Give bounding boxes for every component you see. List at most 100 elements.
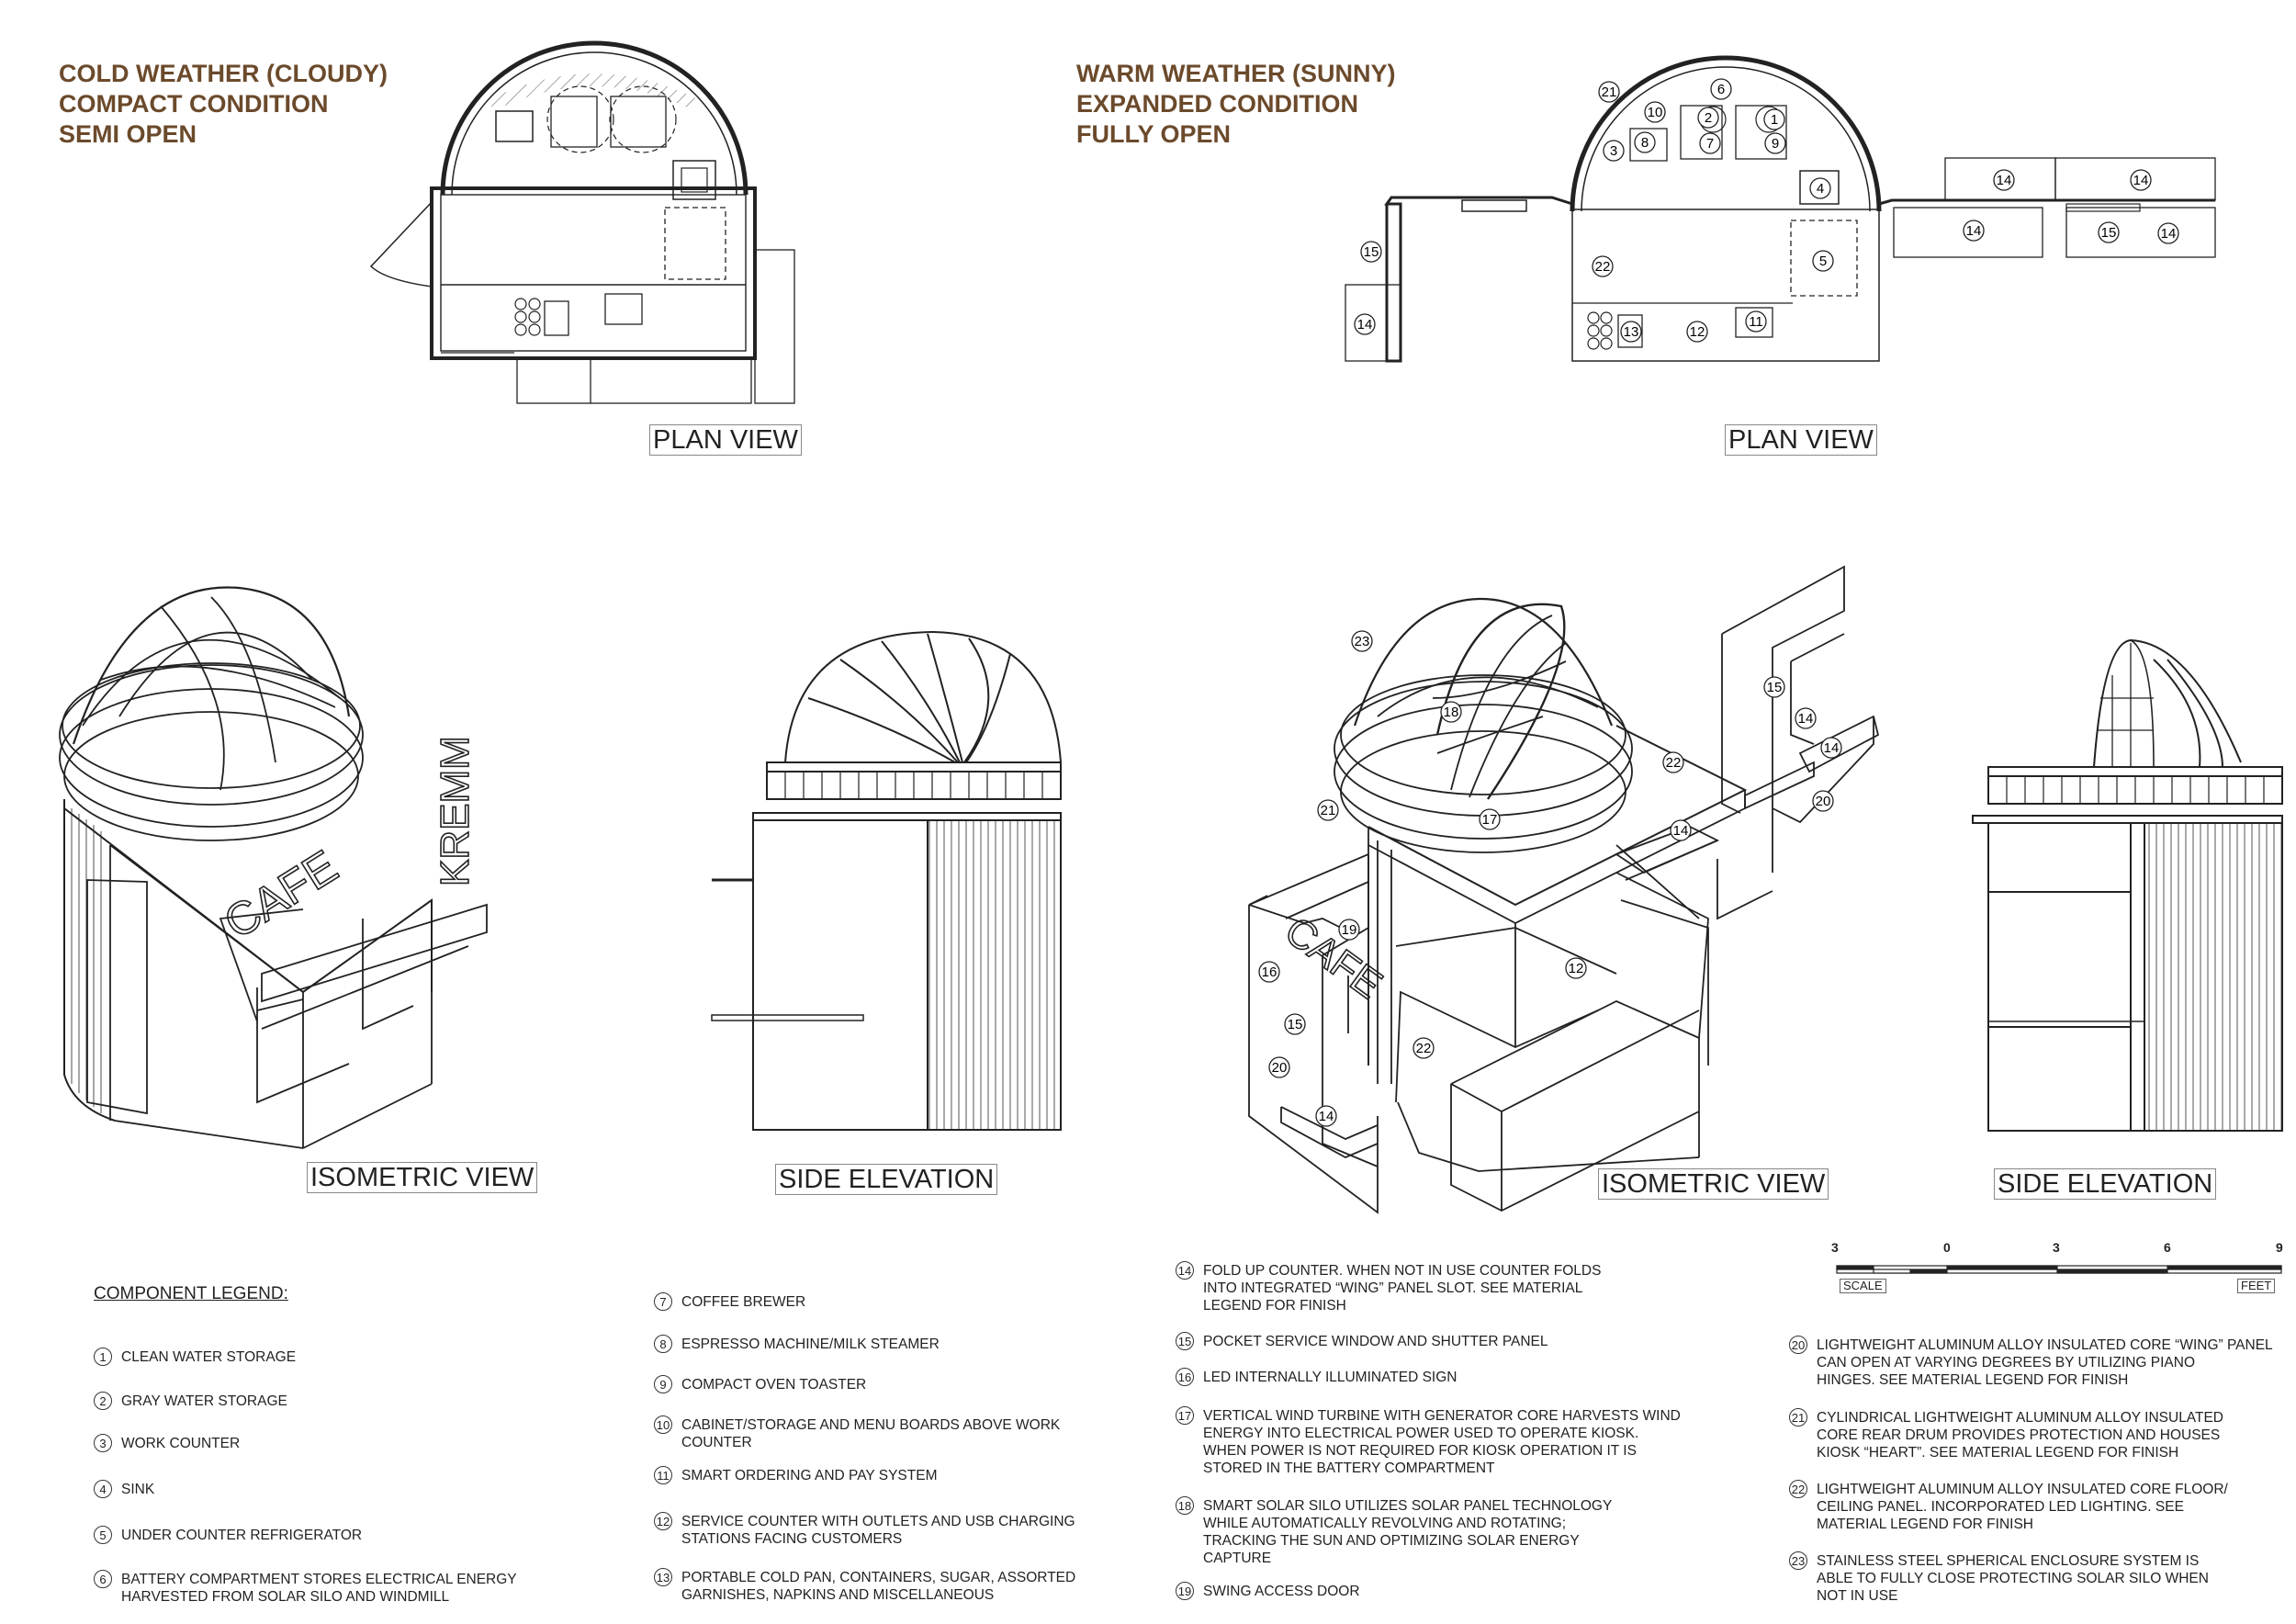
legend-number: 12 xyxy=(654,1512,672,1530)
callout-circle xyxy=(1412,1037,1435,1059)
scale-tick-2: 3 xyxy=(2053,1240,2060,1255)
legend-item-7: 7 COFFEE BREWER xyxy=(654,1292,806,1311)
callout-circle xyxy=(1795,707,1817,729)
callout-circle xyxy=(1763,108,1785,130)
callout-circle xyxy=(1809,177,1831,199)
legend-number: 17 xyxy=(1176,1406,1194,1425)
callout-circle xyxy=(1603,140,1625,162)
legend-number: 18 xyxy=(1176,1496,1194,1515)
callout-circle xyxy=(1963,220,1985,242)
callout-number: 15 xyxy=(1288,1017,1303,1032)
callout-number: 9 xyxy=(1772,136,1779,152)
callout-circle xyxy=(1565,957,1587,979)
callout-circle xyxy=(1670,819,1692,841)
legend-item-9: 9 COMPACT OVEN TOASTER xyxy=(654,1375,867,1393)
callout-circle xyxy=(1592,255,1614,277)
legend-text: POCKET SERVICE WINDOW AND SHUTTER PANEL xyxy=(1203,1334,1548,1349)
callout-number: 4 xyxy=(1817,181,1824,197)
callout-number: 13 xyxy=(1624,324,1639,340)
legend-text: COMPACT OVEN TOASTER xyxy=(681,1377,867,1393)
callout-number: 17 xyxy=(1482,812,1498,828)
callout-number: 21 xyxy=(1602,85,1617,100)
callout-circle xyxy=(1440,701,1462,723)
callout-circle xyxy=(1634,131,1656,153)
legend-number: 3 xyxy=(94,1434,112,1452)
scale-word-left: SCALE xyxy=(1840,1279,1886,1293)
callout-circle xyxy=(1317,799,1339,821)
callout-circle xyxy=(1820,737,1842,759)
callout-number: 10 xyxy=(1648,105,1663,120)
callout-circle xyxy=(1354,313,1376,335)
callout-circle xyxy=(1697,107,1719,129)
callout-circle xyxy=(1360,241,1382,263)
legend-text: SMART SOLAR SILO UTILIZES SOLAR PANEL TE… xyxy=(1203,1498,1613,1566)
legend-number: 7 xyxy=(654,1292,672,1311)
callout-number: 14 xyxy=(1824,740,1840,756)
side-elevation-expanded xyxy=(1972,638,2283,1132)
callout-circle xyxy=(1763,676,1785,698)
legend-text: STAINLESS STEEL SPHERICAL ENCLOSURE SYST… xyxy=(1817,1553,2209,1604)
legend-text: COFFEE BREWER xyxy=(681,1294,806,1310)
legend-number: 4 xyxy=(94,1480,112,1498)
brand-sign-compact: KREMM xyxy=(433,736,478,886)
callout-number: 15 xyxy=(1364,244,1379,260)
legend-text: LED INTERNALLY ILLUMINATED SIGN xyxy=(1203,1370,1458,1385)
warm-condition-line-1: WARM WEATHER (SUNNY) xyxy=(1076,60,1396,87)
callout-number: 15 xyxy=(1767,680,1783,695)
callout-circle xyxy=(1745,310,1767,333)
legend-number: 9 xyxy=(654,1375,672,1393)
callout-number: 22 xyxy=(1666,755,1682,771)
legend-text: SINK xyxy=(121,1482,155,1497)
callout-number: 16 xyxy=(1262,964,1277,980)
scale-word-right: FEET xyxy=(2237,1279,2276,1293)
legend-number: 20 xyxy=(1789,1336,1807,1354)
callout-circle xyxy=(1315,1105,1337,1127)
callout-circle xyxy=(1699,132,1721,154)
legend-text: CLEAN WATER STORAGE xyxy=(121,1349,297,1365)
callout-circle xyxy=(1812,790,1834,812)
callout-circle xyxy=(2098,221,2120,243)
scale-tick-4: 9 xyxy=(2276,1240,2283,1255)
callout-number: 14 xyxy=(2133,173,2149,188)
legend-item-4: 4 SINK xyxy=(94,1480,155,1498)
legend-text: SMART ORDERING AND PAY SYSTEM xyxy=(681,1468,938,1483)
cafe-sign-expanded: CAFE xyxy=(1277,908,1390,1009)
callout-circle xyxy=(1258,961,1280,983)
callout-number: 23 xyxy=(1355,634,1370,649)
legend-text: CABINET/STORAGE AND MENU BOARDS ABOVE WO… xyxy=(681,1417,1061,1450)
isometric-view-expanded xyxy=(1248,565,1880,1214)
warm-condition-line-2: EXPANDED CONDITION xyxy=(1076,90,1359,118)
legend-number: 14 xyxy=(1176,1261,1194,1280)
legend-title: COMPONENT LEGEND: xyxy=(94,1284,288,1303)
side-elevation-label-expanded: SIDE ELEVATION xyxy=(1994,1168,2217,1200)
callout-circle xyxy=(1993,169,2015,191)
plan-view-compact xyxy=(369,40,795,404)
legend-item-18: 18 SMART SOLAR SILO UTILIZES SOLAR PANEL … xyxy=(1176,1496,1613,1567)
legend-item-16: 16 LED INTERNALLY ILLUMINATED SIGN xyxy=(1176,1368,1458,1386)
scale-tick-3: 6 xyxy=(2164,1240,2171,1255)
callout-number: 15 xyxy=(2101,225,2117,241)
callout-number: 12 xyxy=(1690,324,1705,340)
cold-condition-heading: COLD WEATHER (CLOUDY) COMPACT CONDITION … xyxy=(59,59,388,150)
legend-number: 19 xyxy=(1176,1582,1194,1600)
legend-text: CYLINDRICAL LIGHTWEIGHT ALUMINUM ALLOY I… xyxy=(1817,1410,2223,1460)
legend-number: 16 xyxy=(1176,1368,1194,1386)
plan-view-expanded xyxy=(1345,55,2216,363)
callout-circle xyxy=(1710,78,1732,100)
callout-number: 11 xyxy=(1749,314,1763,330)
callout-number: 3 xyxy=(1610,143,1617,159)
legend-number: 2 xyxy=(94,1392,112,1410)
scale-bar xyxy=(1836,1265,2282,1274)
